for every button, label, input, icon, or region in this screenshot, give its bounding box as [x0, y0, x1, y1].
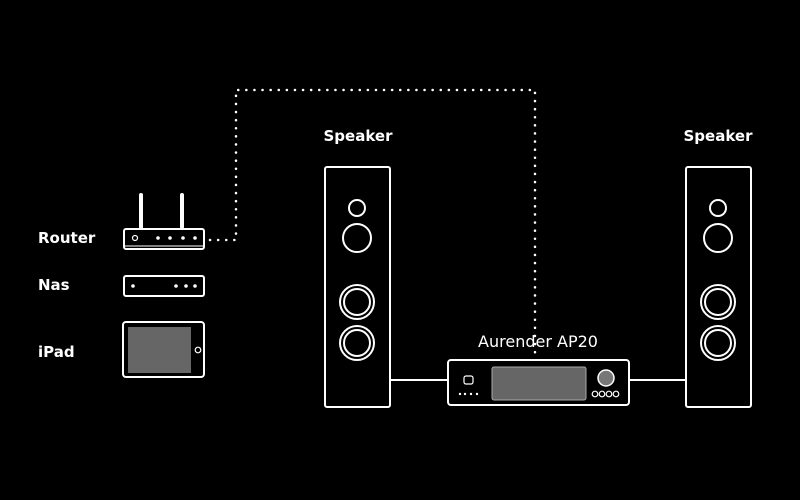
router-label: Router — [38, 229, 96, 247]
ipad-icon — [122, 321, 205, 378]
speaker-left-label: Speaker — [324, 127, 394, 145]
speaker-right-label: Speaker — [684, 127, 754, 145]
player-label: Aurender AP20 — [478, 332, 598, 351]
nas-label: Nas — [38, 276, 70, 294]
ipad-label: iPad — [38, 343, 75, 361]
network-connection-dotted — [208, 88, 537, 358]
nas-icon — [123, 275, 205, 297]
aurender-ap20-icon — [447, 359, 630, 406]
speaker-right-icon — [685, 166, 752, 408]
speaker-left-icon — [324, 166, 391, 408]
router-icon — [123, 193, 205, 250]
